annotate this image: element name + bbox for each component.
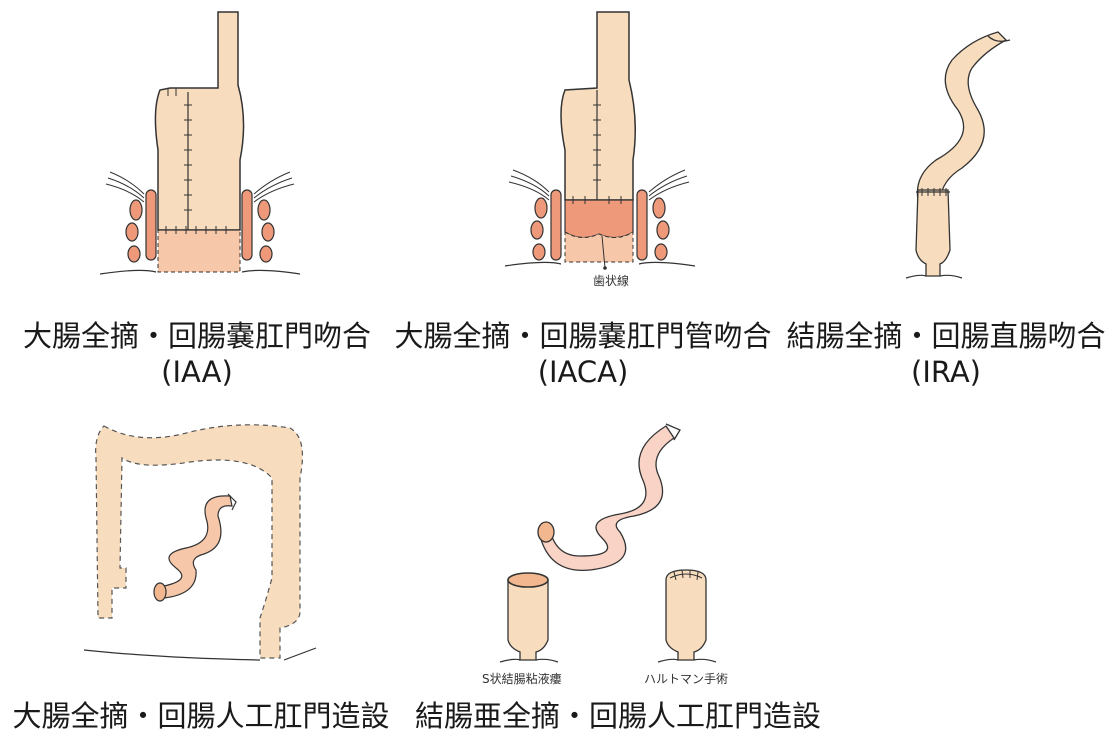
panel-ileostomy <box>80 418 320 678</box>
caption-iaa: 大腸全摘・回腸嚢肛門吻合 (IAA) <box>12 318 382 390</box>
caption-ileostomy: 大腸全摘・回腸人工肛門造設 <box>4 698 398 734</box>
mucous-fistula-label: S状結腸粘液瘻 <box>482 670 562 687</box>
ileum <box>164 496 232 598</box>
caption-iaca-sub: (IACA) <box>388 354 778 390</box>
caption-iaca-main: 大腸全摘・回腸嚢肛門管吻合 <box>394 319 771 353</box>
caption-ira: 結腸全摘・回腸直腸吻合 (IRA) <box>786 318 1106 390</box>
panel-iaa <box>100 10 300 280</box>
anal-canal <box>158 230 240 272</box>
removed-colon-outline <box>96 425 303 658</box>
remaining-ileum <box>917 32 1006 200</box>
panel-iaca: 歯状線 <box>505 10 705 290</box>
mucous-fistula-stump <box>508 573 548 660</box>
hartmann-stump <box>666 570 706 660</box>
anal-canal <box>565 232 633 262</box>
caption-iaa-sub: (IAA) <box>12 354 382 390</box>
caption-ileostomy-main: 大腸全摘・回腸人工肛門造設 <box>12 699 389 733</box>
panel-ira <box>900 30 1020 290</box>
hartmann-label: ハルトマン手術 <box>644 670 728 687</box>
subtotal-illustration <box>470 408 770 708</box>
ileum <box>540 426 674 570</box>
panel-subtotal: S状結腸粘液瘻 ハルトマン手術 <box>470 408 770 708</box>
caption-subtotal: 結腸亜全摘・回腸人工肛門造設 <box>406 698 830 734</box>
ira-illustration <box>900 30 1020 290</box>
iaca-illustration <box>505 10 705 290</box>
ileostomy-illustration <box>80 418 320 678</box>
dentate-line-label: 歯状線 <box>593 272 629 289</box>
caption-ira-main: 結腸全摘・回腸直腸吻合 <box>786 319 1105 353</box>
caption-iaa-main: 大腸全摘・回腸嚢肛門吻合 <box>23 319 371 353</box>
sphincter-right <box>242 190 252 260</box>
sphincter-left <box>146 190 156 260</box>
ileal-pouch <box>561 12 635 200</box>
stoma <box>154 583 166 601</box>
caption-ira-sub: (IRA) <box>786 354 1106 390</box>
stoma-end <box>538 522 554 542</box>
caption-subtotal-main: 結腸亜全摘・回腸人工肛門造設 <box>415 699 821 733</box>
iaa-illustration <box>100 10 300 280</box>
anal-transition-zone <box>565 200 633 238</box>
rectum <box>916 190 950 276</box>
caption-iaca: 大腸全摘・回腸嚢肛門管吻合 (IACA) <box>388 318 778 390</box>
ileal-pouch <box>155 12 243 230</box>
